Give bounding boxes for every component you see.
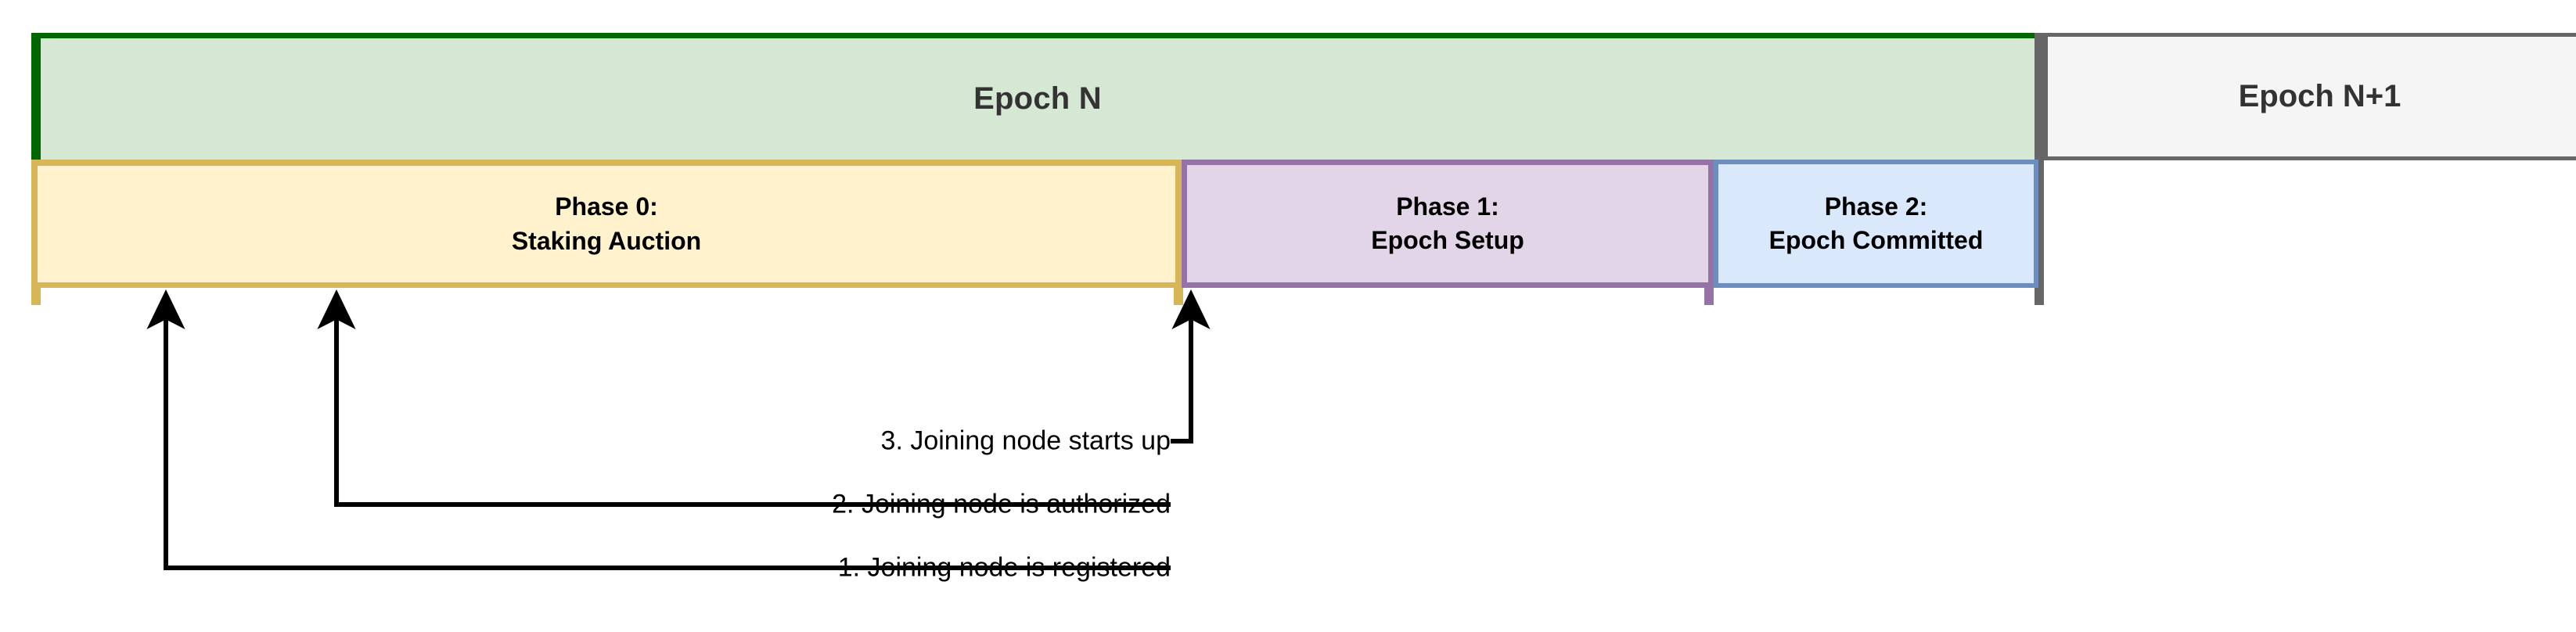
- epoch-n-plus-1-box: Epoch N+1: [2044, 33, 2576, 160]
- epoch-n-box: Epoch N: [31, 33, 2035, 160]
- epoch-n-plus-1-label: Epoch N+1: [2238, 79, 2402, 113]
- phase-2-box: Phase 2: Epoch Committed: [1714, 160, 2038, 288]
- phase-1-title: Phase 1:: [1396, 192, 1499, 221]
- phase-2-subtitle: Epoch Committed: [1768, 226, 1984, 254]
- callout-arrow-3: [1171, 289, 1211, 443]
- phase-0-box: Phase 0: Staking Auction: [31, 160, 1182, 288]
- phase-1-box: Phase 1: Epoch Setup: [1182, 160, 1714, 288]
- annotation-3: 3. Joining node starts up: [880, 426, 1171, 456]
- phase-2-title: Phase 2:: [1824, 192, 1928, 221]
- annotation-1: 1. Joining node is registered: [837, 552, 1171, 583]
- phase-0-title: Phase 0:: [555, 192, 658, 221]
- callout-arrow-2: [317, 289, 1171, 507]
- annotation-2: 2. Joining node is authorized: [832, 489, 1171, 519]
- phase-0-subtitle: Staking Auction: [511, 226, 702, 255]
- phase-1-subtitle: Epoch Setup: [1371, 226, 1524, 254]
- epoch-n-label: Epoch N: [973, 81, 1102, 116]
